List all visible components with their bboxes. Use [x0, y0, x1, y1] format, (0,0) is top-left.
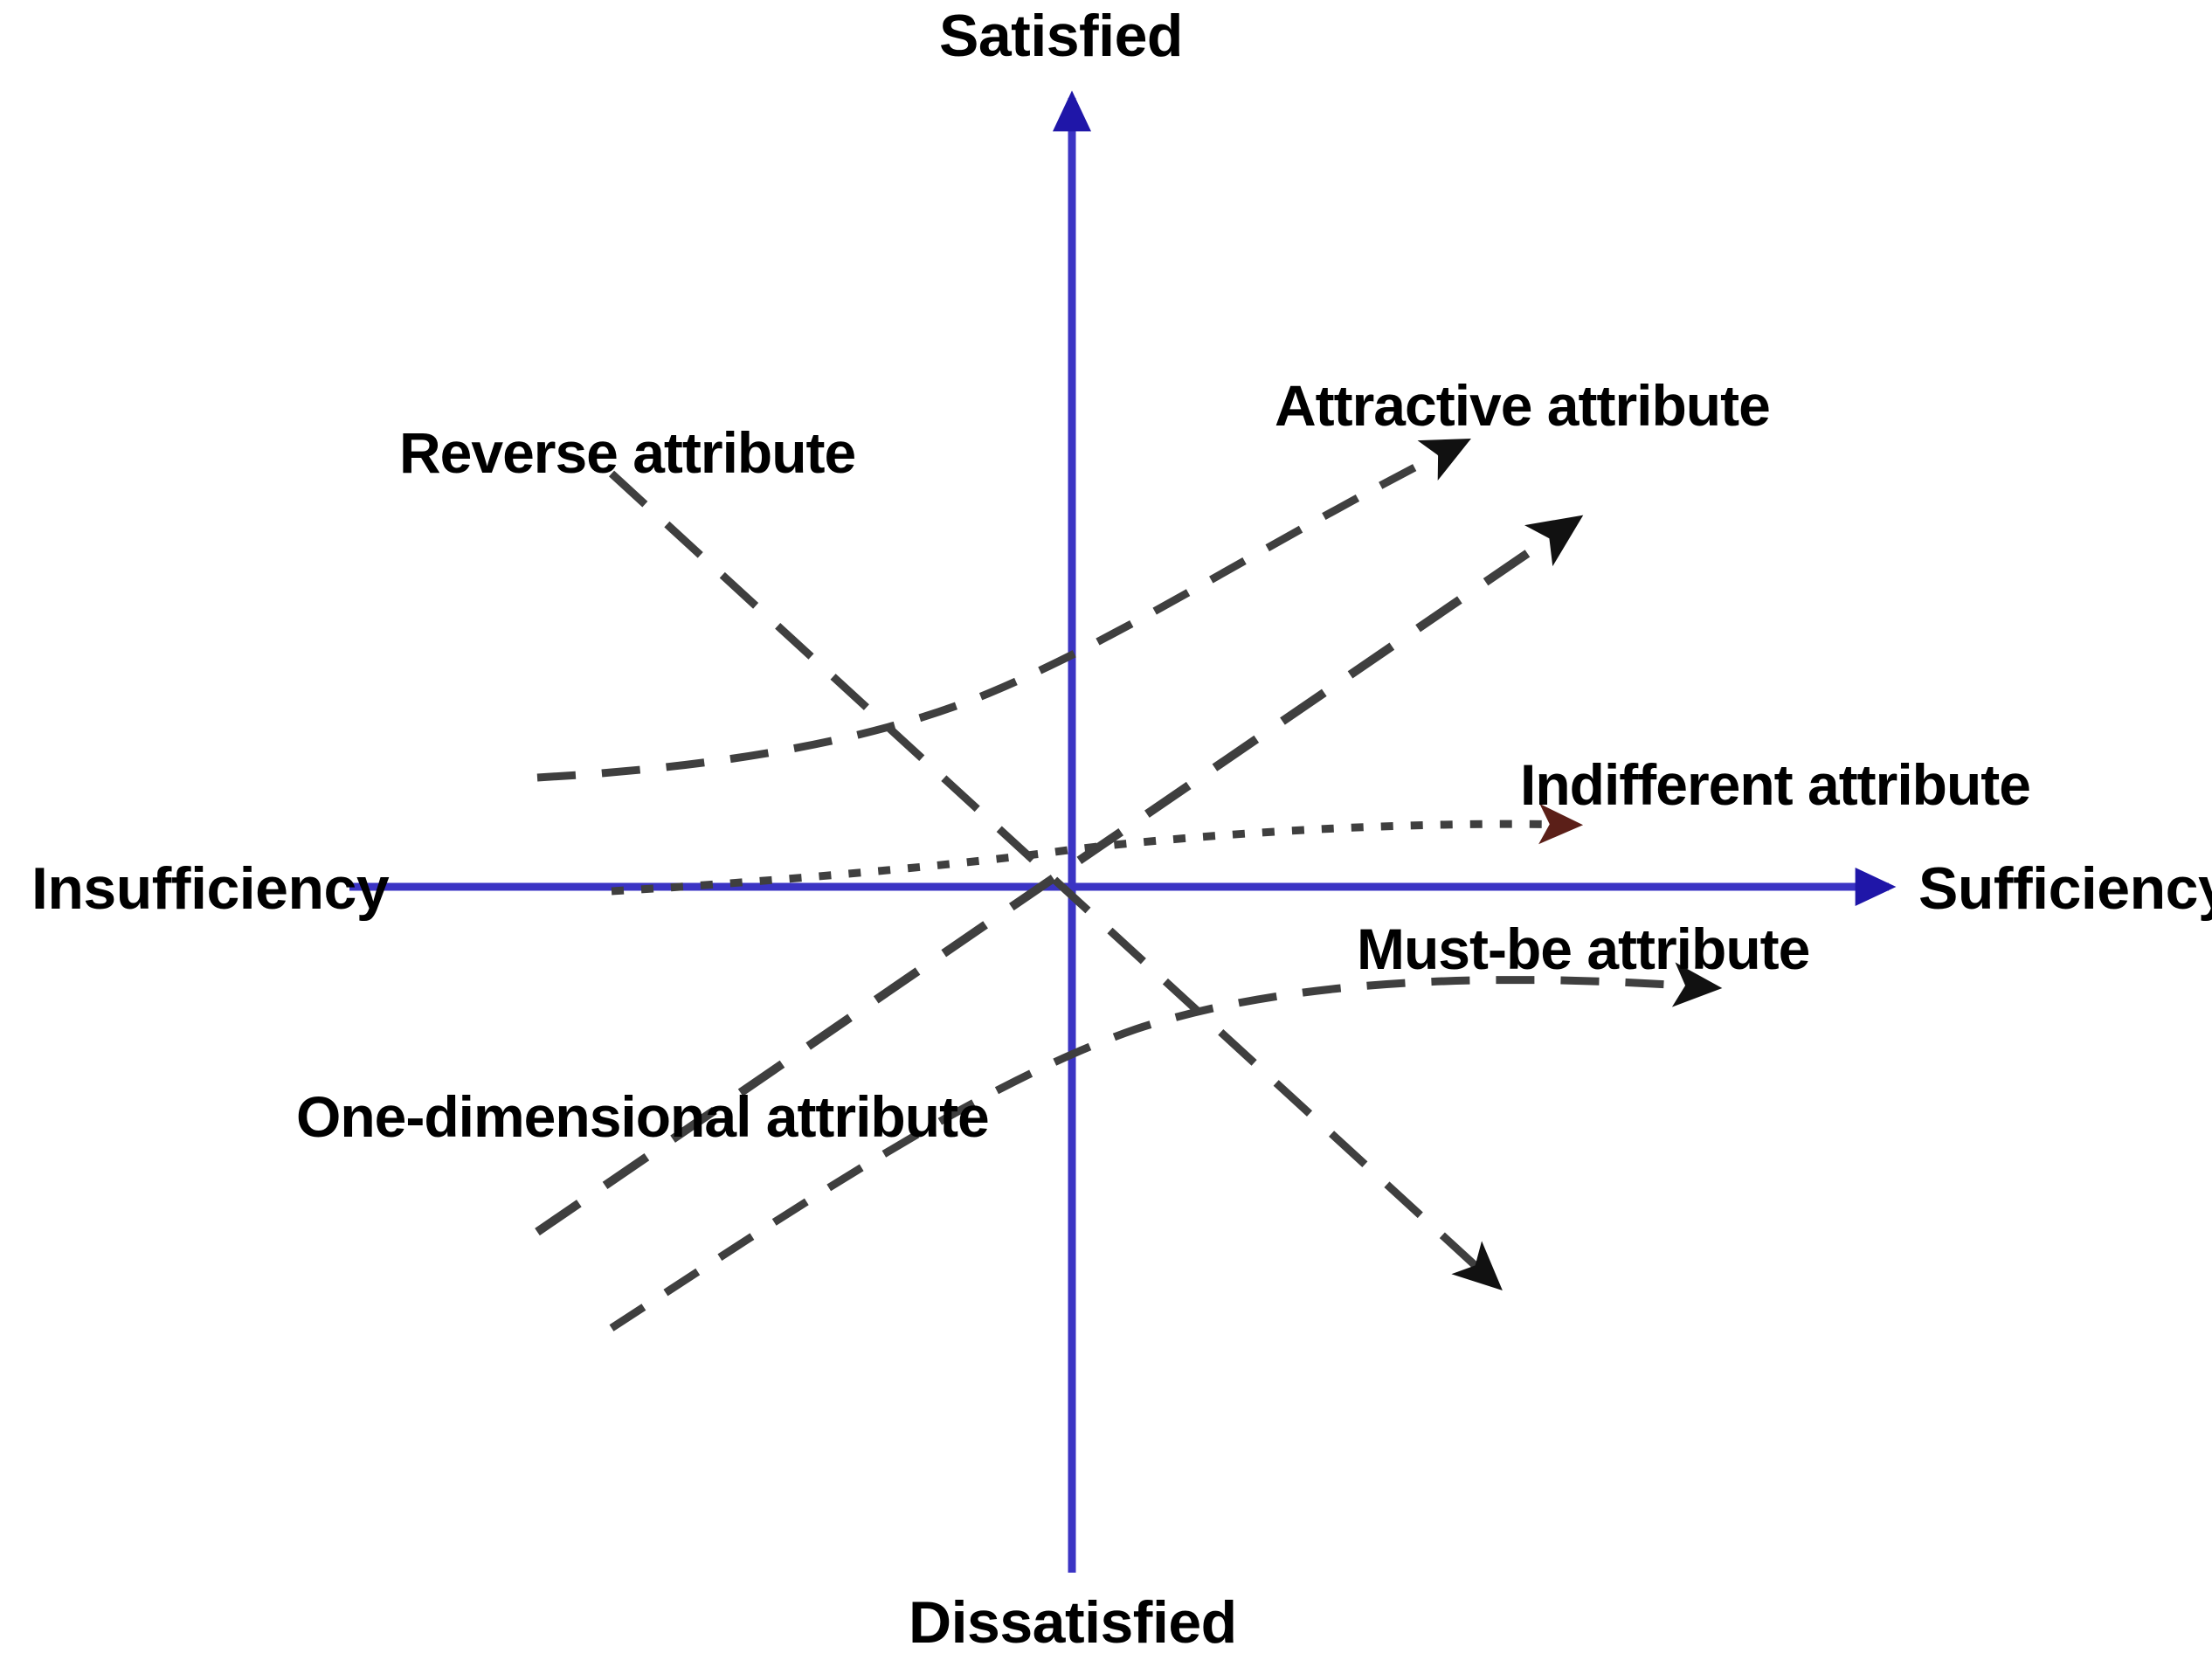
axis-label-insufficiency: Insufficiency	[31, 855, 390, 922]
curve-indifferent	[611, 803, 1584, 896]
axis-label-dissatisfied: Dissatisfied	[909, 1589, 1237, 1656]
curve-label-attractive: Attractive attribute	[1275, 373, 1771, 438]
curve-label-indifferent: Indifferent attribute	[1520, 752, 2031, 817]
curve-label-one-dimensional: One-dimensional attribute	[296, 1084, 990, 1149]
curve-one-dimensional	[535, 515, 1584, 1236]
curve-label-must-be: Must-be attribute	[1357, 917, 1810, 981]
axis-label-sufficiency: Sufficiency	[1918, 855, 2212, 922]
curve-group	[535, 438, 1723, 1332]
curve-reverse	[608, 470, 1503, 1291]
curve-attractive	[536, 438, 1471, 782]
curve-must-be	[609, 962, 1723, 1332]
curve-label-reverse: Reverse attribute	[399, 420, 856, 485]
axis-label-satisfied: Satisfied	[939, 3, 1183, 69]
axis-group	[349, 90, 1897, 1573]
